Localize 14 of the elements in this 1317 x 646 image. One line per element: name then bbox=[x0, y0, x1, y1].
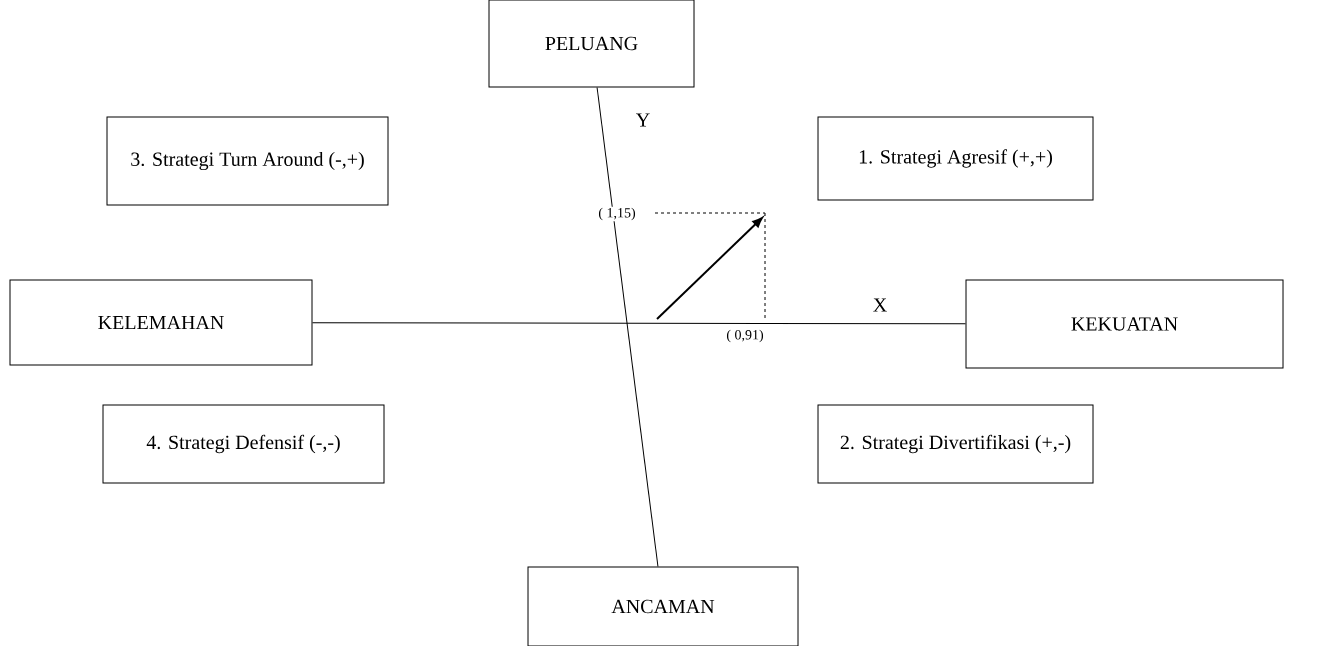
coordinate-label: ( 1,15) bbox=[597, 206, 637, 222]
axis-label: Y bbox=[636, 113, 650, 127]
label-box: PELUANG bbox=[488, 0, 695, 88]
coordinate-label: ( 0,91) bbox=[725, 328, 765, 344]
label-box: 2. Strategi Divertifikasi (+,-) bbox=[817, 404, 1094, 484]
label-box: KEKUATAN bbox=[965, 279, 1284, 369]
label-box: 4. Strategi Defensif (-,-) bbox=[102, 404, 385, 484]
axis-line bbox=[596, 87, 659, 567]
label-box: ANCAMAN bbox=[527, 566, 799, 646]
axis-label: X bbox=[873, 298, 887, 312]
label-box: 3. Strategi Turn Around (-,+) bbox=[106, 116, 389, 206]
axis-line bbox=[312, 322, 966, 325]
label-box: 1. Strategi Agresif (+,+) bbox=[817, 116, 1094, 201]
label-box: KELEMAHAN bbox=[9, 279, 313, 366]
